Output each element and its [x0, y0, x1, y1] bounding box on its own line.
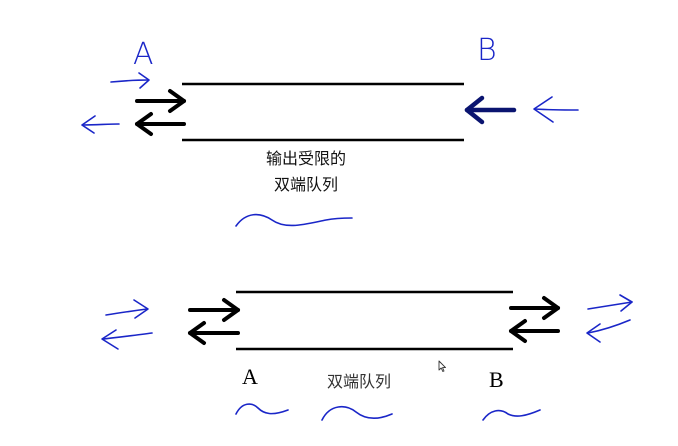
top-end-a-label: A [133, 37, 154, 72]
bottom-right-out-arrow [509, 296, 560, 320]
hw-arrow-bottom-right-in-icon [587, 319, 631, 334]
bottom-deque: A B 双端队列 [101, 290, 633, 421]
hw-squiggle-top [235, 213, 353, 227]
bottom-end-a-label: A [242, 364, 258, 389]
hw-arrow-bottom-left-in-icon [105, 308, 148, 316]
bottom-caption: 双端队列 [327, 372, 391, 391]
mouse-pointer-icon [438, 360, 446, 372]
bottom-right-in-arrow [509, 319, 560, 343]
bottom-handwritten-arrows [101, 294, 633, 421]
top-right-in-arrow [464, 95, 517, 125]
hw-squiggle-bottom-b [482, 409, 541, 421]
top-end-b-label: B [477, 33, 497, 68]
bottom-left-out-arrow [188, 321, 240, 345]
hw-arrow-out-left-icon [82, 123, 120, 126]
top-left-in-arrow [135, 89, 186, 113]
hw-squiggle-bottom-caption [321, 405, 393, 421]
bottom-left-in-arrow [188, 298, 240, 322]
hw-squiggle-bottom-a [235, 403, 289, 415]
top-deque: A B 输出受限的 双端队列 [81, 33, 579, 227]
hw-arrow-in-right-icon [534, 108, 579, 111]
hw-arrow-in-left-icon [110, 79, 149, 83]
hw-arrow-bottom-right-out-icon [587, 301, 633, 310]
bottom-end-b-label: B [489, 367, 504, 392]
top-caption-line2: 双端队列 [274, 175, 338, 194]
top-handwritten-arrows [81, 72, 579, 227]
hw-arrow-bottom-left-out-icon [102, 332, 153, 340]
top-left-out-arrow [135, 112, 186, 136]
top-caption-line1: 输出受限的 [266, 149, 346, 168]
